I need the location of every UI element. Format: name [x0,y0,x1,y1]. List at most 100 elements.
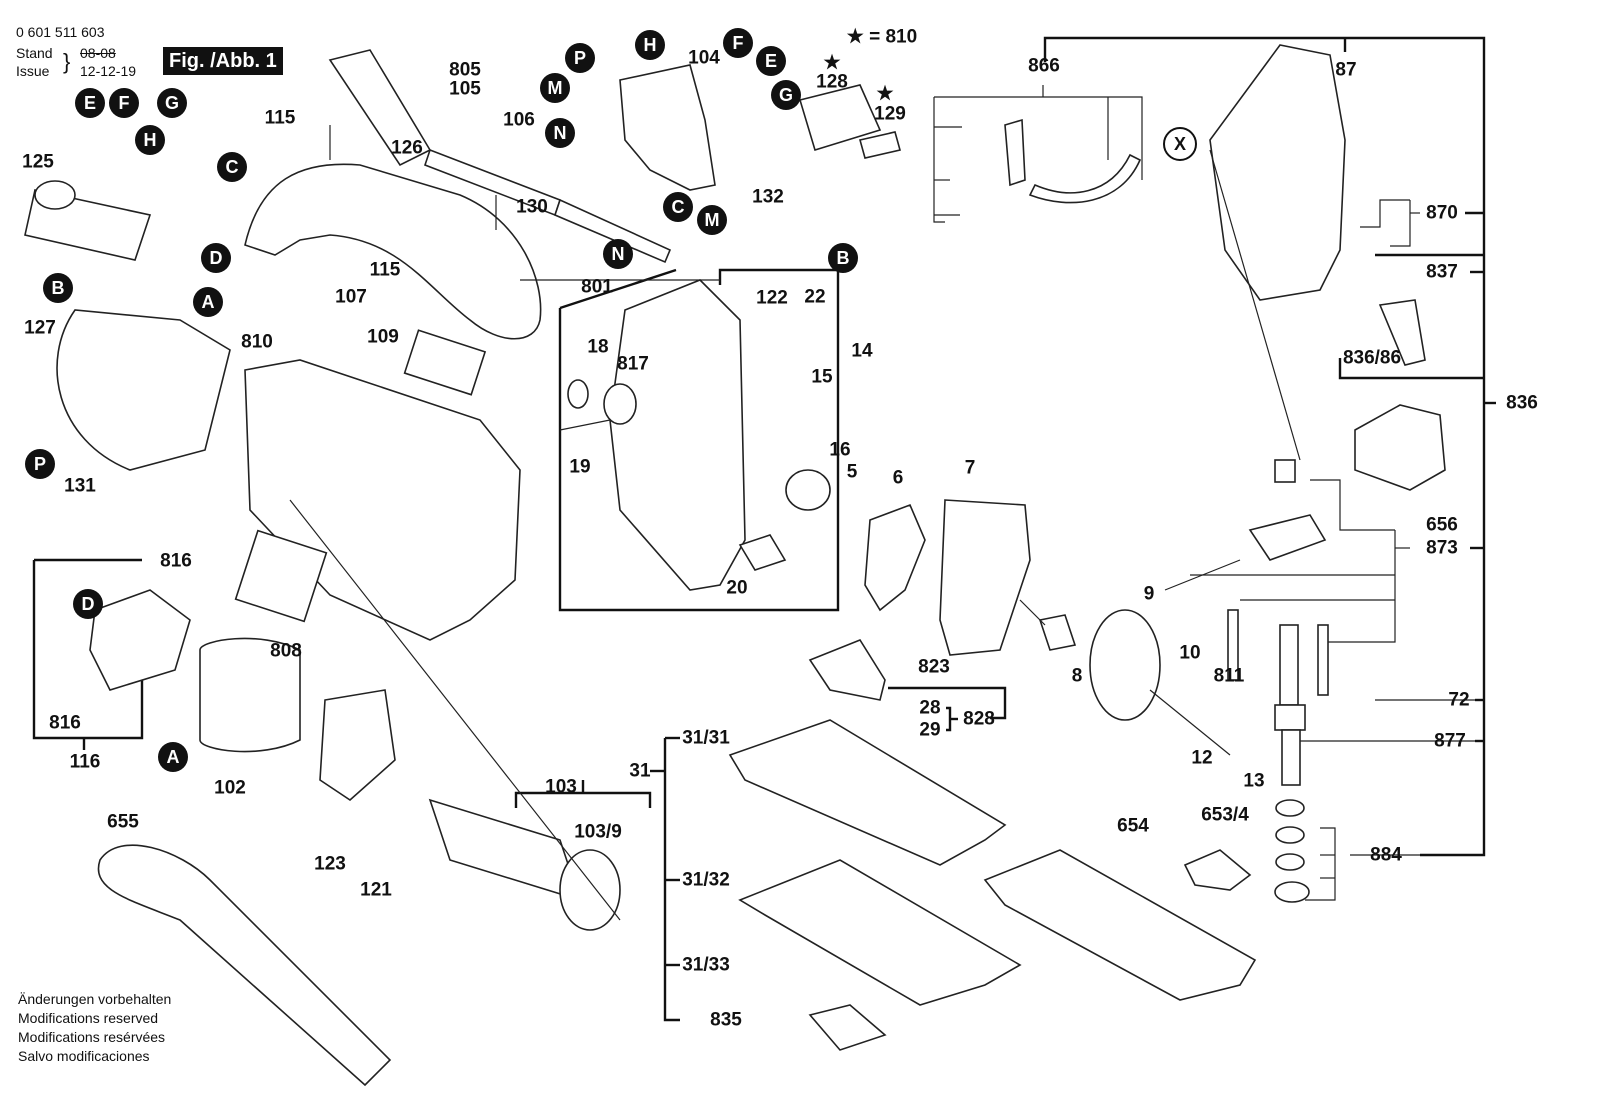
part-label-105: 105 [449,78,481,100]
part-number: 0 601 511 603 [16,24,105,40]
part-label-836-86: 836/86 [1342,347,1402,369]
connector-badge-p: P [25,449,55,479]
part-label-828: 828 [963,708,995,730]
part-label-866: 866 [1028,55,1060,77]
part-label-115: 115 [264,107,296,129]
connector-badge-f: F [109,88,139,118]
part-label-656: 656 [1426,514,1458,536]
connector-badge-d2: D [73,589,103,619]
part-label-12: 12 [1191,747,1213,769]
part-label-132: 132 [752,186,784,208]
part-label-14: 14 [851,340,873,362]
part-label-18: 18 [587,336,609,358]
part-label-72: 72 [1448,689,1470,711]
part-label-9: 9 [1143,583,1155,605]
part-label-116: 116 [69,751,101,773]
part-label-126: 126 [391,137,423,159]
part-label-16: 16 [829,439,851,461]
part-label-653-4: 653/4 [1201,804,1249,826]
part-label-823: 823 [918,656,950,678]
connector-badge-p2: P [565,43,595,73]
part-label-811: 811 [1213,665,1245,687]
connector-badge-f2: F [723,28,753,58]
detail-badge-x: X [1163,127,1197,161]
part-label-125: 125 [22,151,54,173]
part-label-817: 817 [617,353,649,375]
part-label-115b: 115 [369,259,401,281]
part-label-128: 128 [816,71,848,93]
part-label-10: 10 [1179,642,1201,664]
issue-date: 12-12-19 [80,63,137,79]
connector-badge-a: A [193,287,223,317]
connector-badge-d: D [201,243,231,273]
notice-line-de: Änderungen vorbehalten [18,991,172,1007]
connector-badge-c: C [217,152,247,182]
connector-badge-n2: N [603,239,633,269]
part-label-107: 107 [335,286,367,308]
part-label-87: 87 [1335,59,1357,81]
part-label-805: 805 [449,59,481,81]
connector-badge-h2: H [635,30,665,60]
part-label-816b: 816 [49,712,81,734]
part-label-873: 873 [1426,537,1458,559]
part-label-7: 7 [964,457,976,479]
part-label-123: 123 [314,853,346,875]
part-label-130: 130 [516,196,548,218]
part-label-121: 121 [360,879,392,901]
part-label-15: 15 [811,366,833,388]
part-label-104: 104 [688,47,720,69]
part-label-810: 810 [241,331,273,353]
part-label-28: 28 [919,697,941,719]
figure-label: Fig. /Abb. 1 [163,47,283,75]
part-label-8: 8 [1071,665,1083,687]
part-label-31: 31 [629,760,651,782]
part-label-102: 102 [214,777,246,799]
part-label-801: 801 [581,276,613,298]
part-label-106: 106 [503,109,535,131]
part-label-129: 129 [874,103,906,125]
notice-line-es: Salvo modificaciones [18,1048,150,1064]
part-label-816a: 816 [160,550,192,572]
part-label-31-32: 31/32 [682,869,730,891]
part-label-870: 870 [1426,202,1458,224]
part-label-22: 22 [804,286,826,308]
part-label-884: 884 [1370,844,1402,866]
part-label-109: 109 [367,326,399,348]
part-label-19: 19 [569,456,591,478]
part-label-655: 655 [107,811,139,833]
part-label-13: 13 [1243,770,1265,792]
connector-badge-g: G [157,88,187,118]
modifications-notice: Änderungen vorbehalten Modifications res… [18,990,171,1066]
part-label-31-31: 31/31 [682,727,730,749]
part-label-103: 103 [545,776,577,798]
part-label-122: 122 [756,287,788,309]
connector-badge-a2: A [158,742,188,772]
part-label-131: 131 [64,475,96,497]
part-label-31-33: 31/33 [682,954,730,976]
connector-badge-h: H [135,125,165,155]
notice-line-en: Modifications reserved [18,1010,159,1026]
part-label-877: 877 [1434,730,1466,752]
brace-glyph: } [63,49,71,74]
connector-badge-g2: G [771,80,801,110]
part-label-5: 5 [846,461,858,483]
part-label-6: 6 [892,467,904,489]
connector-badge-e: E [75,88,105,118]
connector-badge-b: B [43,273,73,303]
part-label-808: 808 [270,640,302,662]
connector-badge-m2: M [697,205,727,235]
part-label-29: 29 [919,719,941,741]
stand-label: Stand [16,45,53,61]
star-legend: ★ = 810 [846,26,918,48]
part-shapes [24,44,1475,1087]
issue-label: Issue [16,63,50,79]
star-128: ★ [823,52,841,74]
notice-line-fr: Modifications resérvées [18,1029,166,1045]
part-label-836: 836 [1506,392,1538,414]
part-label-103-9: 103/9 [574,821,622,843]
part-label-835: 835 [710,1009,742,1031]
stand-date: 08-08 [80,45,116,61]
connector-badge-n: N [545,118,575,148]
connector-badge-m: M [540,73,570,103]
